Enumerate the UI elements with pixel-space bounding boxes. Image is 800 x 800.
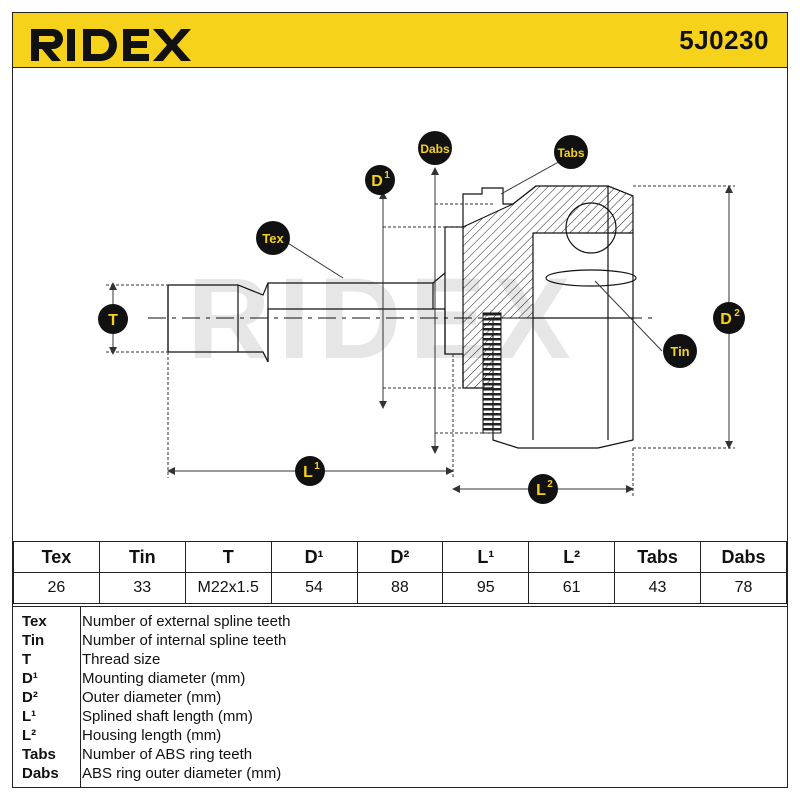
svg-text:2: 2 [547,479,553,490]
label-l1: L 1 [295,456,325,486]
svg-text:1: 1 [384,170,390,181]
legend-row: T Thread size [13,651,787,670]
legend-row: D² Outer diameter (mm) [13,689,787,708]
header-bar: 5J0230 [12,12,788,68]
legend-key: D² [22,689,38,706]
legend-desc: Number of ABS ring teeth [82,746,253,763]
legend-desc: Number of internal spline teeth [82,632,287,649]
legend-key: T [22,651,32,668]
spec-header-cell: D¹ [270,541,358,573]
spec-value-cell: 43 [614,572,701,604]
cv-joint-drawing: RIDEX [98,131,745,504]
spec-value-cell: 95 [442,572,530,604]
abs-ring [482,312,502,434]
ridex-logo [31,29,191,61]
spec-header-cell: L² [528,541,616,573]
legend-row: Tex Number of external spline teeth [13,613,787,632]
svg-text:Dabs: Dabs [420,142,450,156]
svg-text:D: D [371,173,383,190]
svg-text:L: L [303,464,313,481]
legend-desc: Housing length (mm) [82,727,222,744]
spec-header-row: Tex Tin T D¹ D² L¹ L² Tabs Dabs [13,541,787,573]
part-number: 5J0230 [679,25,769,55]
spec-value-cell: 33 [98,572,186,604]
svg-text:T: T [108,312,118,329]
legend-divider [80,607,81,788]
spec-value-cell: 61 [528,572,616,604]
svg-text:1: 1 [314,461,320,472]
spec-value-cell: 54 [270,572,358,604]
spec-header-cell: D² [356,541,444,573]
spec-header-cell: Tex [13,541,100,573]
svg-text:Tabs: Tabs [557,146,584,160]
legend-row: L¹ Splined shaft length (mm) [13,708,787,727]
label-d1: D 1 [365,165,395,195]
legend-key: L¹ [22,708,37,725]
spec-value-cell: 78 [700,572,787,604]
spec-table: Tex Tin T D¹ D² L¹ L² Tabs Dabs 26 33 M2… [13,541,787,604]
label-t: T [98,304,128,334]
legend-row: Tin Number of internal spline teeth [13,632,787,651]
label-dabs: Dabs [418,131,452,165]
spec-header-cell: Tin [98,541,186,573]
legend-key: D¹ [22,670,38,687]
spec-header-cell: Tabs [614,541,701,573]
spec-value-cell: 26 [13,572,100,604]
svg-text:Tin: Tin [670,344,689,359]
legend-desc: Number of external spline teeth [82,613,291,630]
legend-row: L² Housing length (mm) [13,727,787,746]
legend-row: D¹ Mounting diameter (mm) [13,670,787,689]
spec-value-cell: M22x1.5 [184,572,272,604]
spec-value-cell: 88 [356,572,444,604]
legend-key: L² [22,727,37,744]
legend-desc: Thread size [82,651,161,668]
spec-value-row: 26 33 M22x1.5 54 88 95 61 43 78 [13,572,787,604]
label-d2: D 2 [713,302,745,334]
legend-key: Tabs [22,746,56,763]
svg-text:D: D [720,311,732,328]
legend-row: Dabs ABS ring outer diameter (mm) [13,765,787,784]
label-tin: Tin [663,334,697,368]
legend-row: Tabs Number of ABS ring teeth [13,746,787,765]
svg-text:Tex: Tex [262,231,284,246]
legend-desc: Splined shaft length (mm) [82,708,253,725]
legend-desc: ABS ring outer diameter (mm) [82,765,282,782]
label-l2: L 2 [528,474,558,504]
label-tabs: Tabs [554,135,588,169]
legend-key: Tin [22,632,45,649]
legend-desc: Mounting diameter (mm) [82,670,246,687]
spec-header-cell: L¹ [442,541,530,573]
legend-key: Dabs [22,765,59,782]
svg-text:2: 2 [734,308,740,319]
legend: Tex Number of external spline teeth Tin … [13,606,787,788]
spec-header-cell: T [184,541,272,573]
label-tex: Tex [256,221,290,255]
svg-text:L: L [536,482,546,499]
legend-desc: Outer diameter (mm) [82,689,222,706]
legend-key: Tex [22,613,47,630]
spec-header-cell: Dabs [700,541,787,573]
